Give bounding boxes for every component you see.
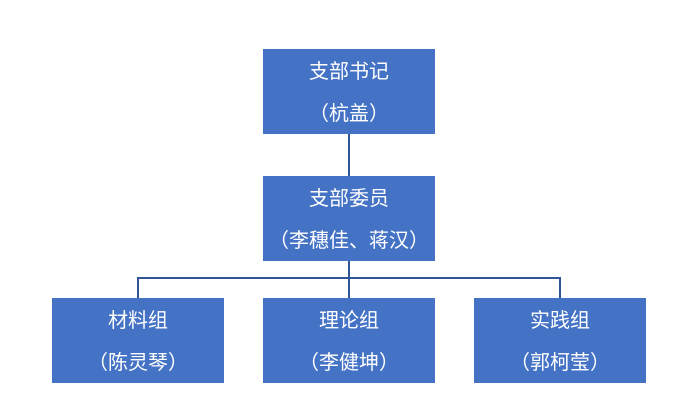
committee-members: （李穗佳、蒋汉）	[269, 227, 429, 252]
theory-group-member: （李健坤）	[299, 349, 399, 374]
theory-group-box: 理论组 （李健坤）	[263, 298, 435, 383]
materials-group-box: 材料组 （陈灵琴）	[52, 298, 224, 383]
practice-group-member: （郭柯莹）	[510, 349, 610, 374]
secretary-title: 支部书记	[309, 58, 389, 83]
practice-group-box: 实践组 （郭柯莹）	[474, 298, 646, 383]
theory-group-title: 理论组	[319, 307, 379, 332]
secretary-member: （杭盖）	[309, 100, 389, 125]
committee-box: 支部委员 （李穗佳、蒋汉）	[263, 176, 435, 261]
materials-group-title: 材料组	[108, 307, 168, 332]
committee-title: 支部委员	[309, 185, 389, 210]
practice-group-title: 实践组	[530, 307, 590, 332]
secretary-box: 支部书记 （杭盖）	[263, 49, 435, 134]
materials-group-member: （陈灵琴）	[88, 349, 188, 374]
